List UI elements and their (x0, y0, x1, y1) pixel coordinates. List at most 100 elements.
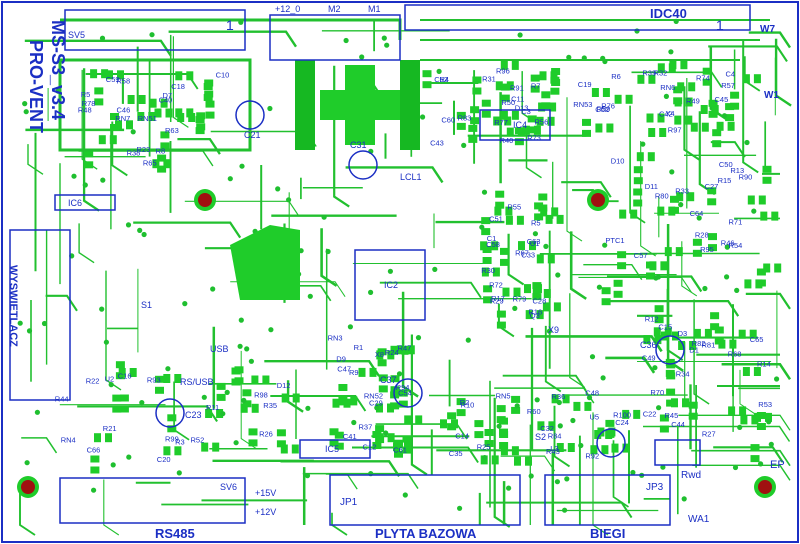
electrolytic-caps (155, 100, 685, 458)
ref-label: C58 (486, 240, 500, 249)
smd-pad (117, 70, 124, 80)
smd-pad (542, 302, 550, 312)
smd-pad (666, 399, 676, 407)
ref-label: R53 (758, 400, 772, 409)
ref-label: R59 (597, 104, 611, 113)
smd-pad (496, 310, 506, 318)
smd-pad (468, 124, 478, 132)
smd-pad (511, 110, 519, 120)
smd-pad (573, 401, 581, 411)
label-c36: C36 (640, 340, 657, 350)
smd-pad (505, 215, 513, 225)
smd-pad (90, 455, 100, 463)
smd-pad (251, 403, 259, 413)
smd-pad (690, 122, 698, 132)
power-pad-bottom (345, 120, 375, 145)
smd-pad (447, 412, 457, 420)
smd-pad (456, 111, 466, 119)
trace (280, 460, 401, 477)
trace (24, 39, 172, 57)
smd-pad (106, 70, 113, 80)
smd-pad (502, 287, 510, 297)
smd-pad (678, 341, 686, 350)
ref-label: R2 (460, 398, 470, 407)
label-ic5: IC5 (325, 444, 339, 454)
ref-label: C49 (642, 354, 656, 363)
smd-pad (205, 409, 213, 418)
ref-label: R99 (165, 435, 179, 444)
ref-label: R71 (729, 218, 743, 227)
smd-pad (378, 374, 388, 382)
smd-pad (666, 388, 676, 396)
smd-pad (633, 199, 643, 207)
ref-label: R34 (676, 370, 690, 379)
smd-pad (483, 285, 493, 293)
smd-pad (338, 395, 348, 402)
label-c21: C21 (244, 130, 261, 140)
smd-pad (601, 445, 609, 455)
smd-pad (613, 290, 623, 298)
via (461, 142, 467, 148)
trace (643, 425, 791, 442)
smd-pad (692, 249, 702, 257)
ref-label: R50 (501, 98, 515, 107)
ref-label: D1 (689, 345, 699, 354)
smd-pad (682, 398, 689, 408)
smd-pad (157, 154, 167, 162)
title-line1: PRO-VENT (26, 40, 46, 133)
ref-label: R57 (721, 81, 735, 90)
ref-label: R5 (531, 219, 541, 228)
smd-pad (440, 419, 447, 429)
ref-label: R76 (601, 101, 615, 110)
label-m2: M2 (328, 4, 341, 14)
ref-label: R65 (143, 158, 157, 167)
via (734, 287, 740, 293)
via (34, 409, 41, 415)
smd-pad (605, 419, 615, 427)
via (359, 54, 365, 60)
smd-pad (234, 366, 244, 374)
ref-label: PTC1 (605, 236, 624, 245)
label-c37: C37 (380, 375, 397, 385)
smd-pad (160, 131, 170, 139)
smd-pad (749, 329, 757, 339)
smd-pad (407, 345, 415, 355)
smd-pad (491, 455, 499, 465)
smd-pad (358, 367, 366, 377)
ref-label: C47 (337, 364, 351, 373)
smd-pad (666, 361, 676, 369)
via (321, 214, 327, 220)
via (100, 177, 106, 183)
smd-pad (456, 409, 466, 417)
label-m1: M1 (368, 4, 381, 14)
smd-pad (160, 98, 168, 108)
smd-pad (754, 412, 761, 422)
via (555, 272, 561, 278)
ref-label: C43 (430, 139, 444, 148)
smd-pad (500, 60, 508, 70)
smd-pad (613, 279, 623, 287)
label-pin1-left: 1 (226, 17, 234, 33)
smd-pad (601, 287, 611, 295)
via (557, 423, 563, 429)
via (41, 320, 48, 327)
trace (713, 446, 784, 463)
trace-group-top-right (420, 19, 770, 61)
ref-label: C32 (540, 424, 554, 433)
trace (105, 270, 122, 391)
via (652, 365, 658, 371)
smd-pad (369, 367, 377, 377)
ref-label: R77 (494, 118, 508, 127)
ref-label: D3 (678, 329, 688, 338)
via (586, 395, 593, 401)
mounting-holes (17, 189, 776, 498)
smd-pad (708, 233, 717, 241)
smd-pad (633, 409, 641, 419)
label-jp1: JP1 (340, 497, 358, 508)
smd-pad (276, 429, 286, 437)
smd-pad (505, 206, 513, 216)
smd-pad (551, 207, 559, 217)
smd-pad (742, 367, 750, 376)
ref-label: C29 (369, 399, 383, 408)
ref-label: R36 (552, 392, 566, 401)
